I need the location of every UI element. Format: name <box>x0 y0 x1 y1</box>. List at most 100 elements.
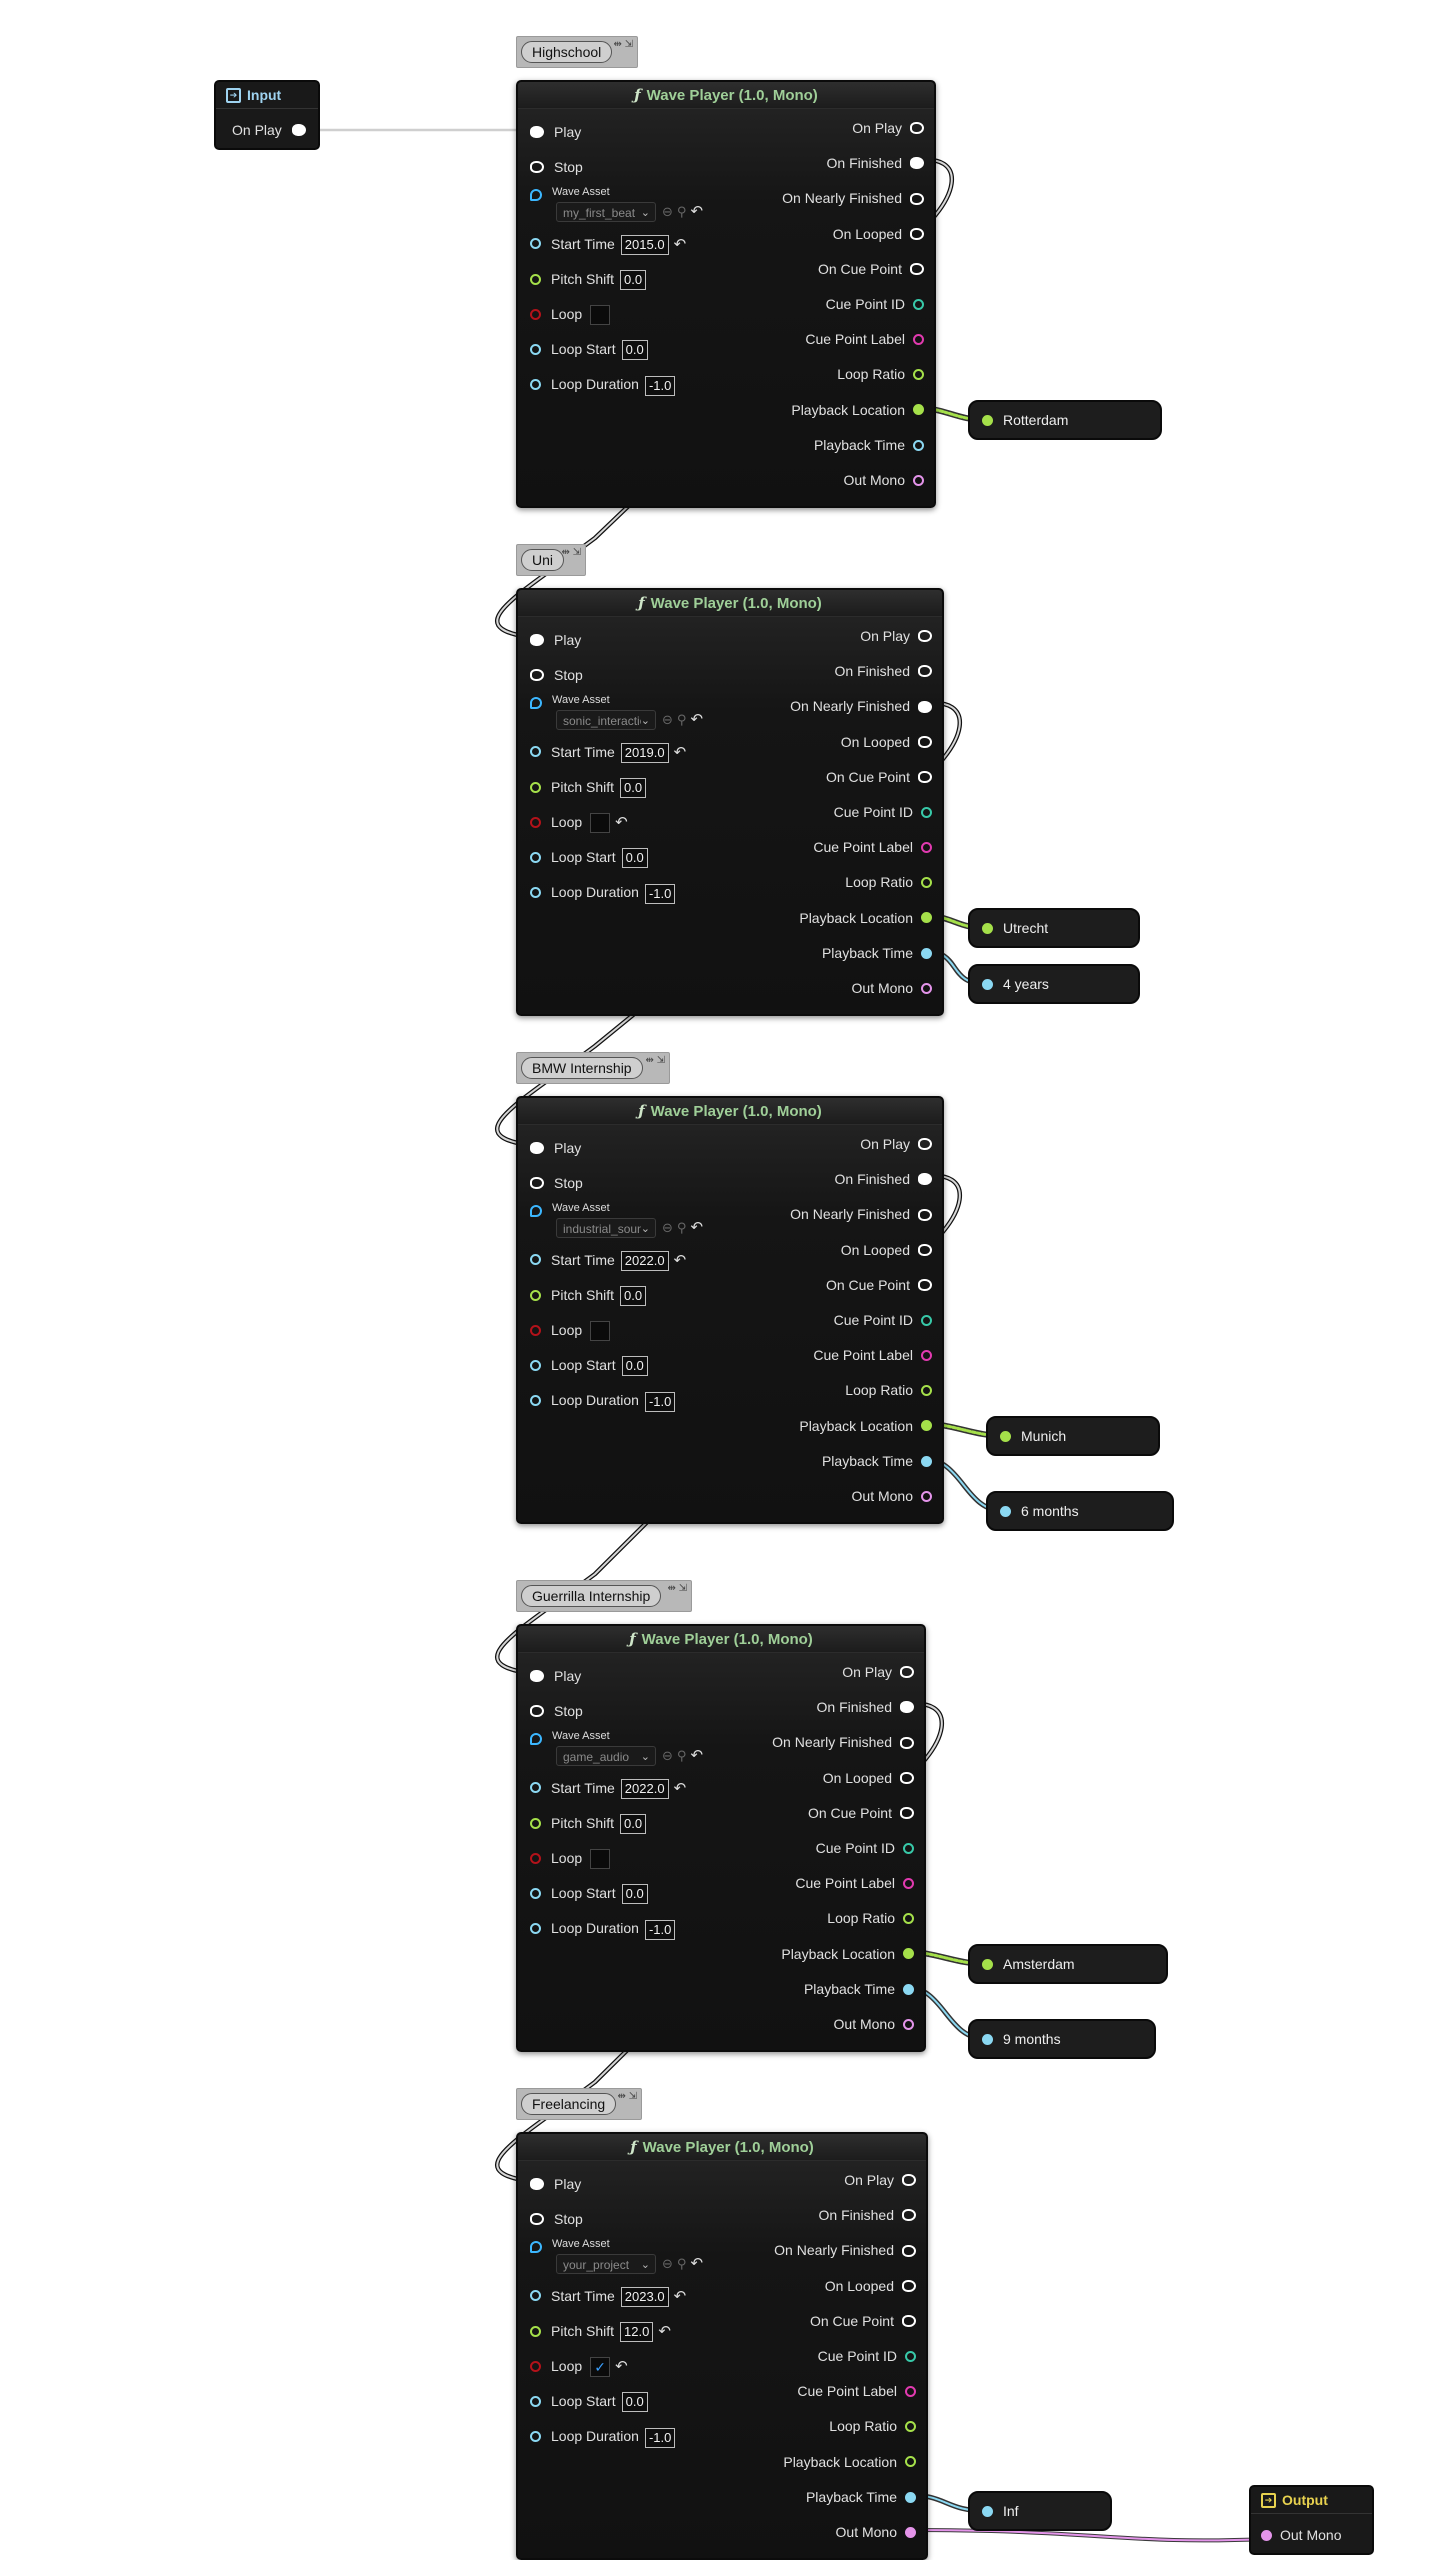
output-on-finished-pin-icon[interactable] <box>900 1701 914 1714</box>
input-loop-start-pin-icon[interactable] <box>530 1887 541 1899</box>
input-loop-duration-field[interactable]: -1.0 <box>644 1391 676 1412</box>
comment-tab[interactable]: BMW Internship⇹ ⇲ <box>516 1052 670 1084</box>
output-on-play-pin-icon[interactable] <box>918 1138 932 1151</box>
input-loop-pin-icon[interactable] <box>530 1324 541 1336</box>
input-loop-duration-field[interactable]: -1.0 <box>644 375 676 396</box>
input-pitch-shift-pin-icon[interactable] <box>530 273 541 285</box>
input-loop-duration-pin-icon[interactable] <box>530 2431 541 2443</box>
float-pin-icon[interactable] <box>982 922 993 934</box>
reset-icon[interactable]: ↶ <box>673 1779 687 1797</box>
input-start-time-field[interactable]: 2023.0 <box>620 2286 669 2307</box>
input-wave-asset-pin-icon[interactable] <box>530 696 542 709</box>
output-on-looped-pin-icon[interactable] <box>918 1243 932 1256</box>
reset-icon[interactable]: ↶ <box>658 2323 671 2341</box>
location-node[interactable]: Utrecht <box>968 908 1140 948</box>
input-play-pin-icon[interactable] <box>530 1142 544 1155</box>
output-loop-ratio-pin-icon[interactable] <box>913 369 924 381</box>
comment-tab[interactable]: Highschool⇹ ⇲ <box>516 36 638 68</box>
use-selected-icon[interactable]: ⊖ <box>662 2256 673 2272</box>
output-on-finished-pin-icon[interactable] <box>918 1173 932 1186</box>
wave-asset-dropdown[interactable]: industrial_sound⌄ <box>556 1218 656 1239</box>
input-pitch-shift-field[interactable]: 12.0 <box>620 2322 654 2343</box>
output-on-nearly-finished-pin-icon[interactable] <box>910 192 924 205</box>
float-pin-icon[interactable] <box>1000 1430 1011 1442</box>
use-selected-icon[interactable]: ⊖ <box>662 712 673 728</box>
input-loop-start-field[interactable]: 0.0 <box>621 2392 648 2413</box>
use-selected-icon[interactable]: ⊖ <box>662 1748 673 1764</box>
input-start-time-field[interactable]: 2015.0 <box>620 234 669 255</box>
reset-icon[interactable]: ↶ <box>690 711 704 729</box>
input-pitch-shift-pin-icon[interactable] <box>530 1289 541 1301</box>
output-on-cue-point-pin-icon[interactable] <box>910 263 924 276</box>
input-start-time-pin-icon[interactable] <box>530 2290 541 2302</box>
duration-node[interactable]: Inf <box>968 2491 1112 2531</box>
output-cue-point-id-pin-icon[interactable] <box>921 1314 932 1326</box>
input-play-pin-icon[interactable] <box>530 2178 544 2191</box>
input-start-time-pin-icon[interactable] <box>530 746 541 758</box>
input-pitch-shift-field[interactable]: 0.0 <box>620 778 647 799</box>
comment-options-icon[interactable]: ⇹ ⇲ <box>561 547 581 558</box>
output-cue-point-id-pin-icon[interactable] <box>913 298 924 310</box>
input-stop-pin-icon[interactable] <box>530 161 544 174</box>
duration-node[interactable]: 9 months <box>968 2019 1156 2059</box>
browse-icon[interactable]: ⚲ <box>676 1748 687 1764</box>
browse-icon[interactable]: ⚲ <box>676 204 687 220</box>
input-loop-start-field[interactable]: 0.0 <box>621 1884 648 1905</box>
output-on-cue-point-pin-icon[interactable] <box>902 2315 916 2328</box>
reset-icon[interactable]: ↶ <box>673 2287 687 2305</box>
output-on-finished-pin-icon[interactable] <box>902 2209 916 2222</box>
comment-options-icon[interactable]: ⇹ ⇲ <box>613 39 633 50</box>
output-loop-ratio-pin-icon[interactable] <box>921 877 932 889</box>
input-loop-duration-pin-icon[interactable] <box>530 1395 541 1407</box>
duration-node[interactable]: 4 years <box>968 964 1140 1004</box>
comment-tab[interactable]: Freelancing⇹ ⇲ <box>516 2088 642 2120</box>
output-on-nearly-finished-pin-icon[interactable] <box>902 2244 916 2257</box>
output-out-mono-pin-icon[interactable] <box>905 2526 916 2538</box>
output-out-mono-pin-icon[interactable] <box>921 1490 932 1502</box>
input-play-pin-icon[interactable] <box>530 1670 544 1683</box>
float-pin-icon[interactable] <box>982 414 993 426</box>
time-pin-icon[interactable] <box>982 2505 993 2517</box>
output-on-looped-pin-icon[interactable] <box>902 2279 916 2292</box>
input-loop-duration-pin-icon[interactable] <box>530 379 541 391</box>
output-playback-location-pin-icon[interactable] <box>921 1420 932 1432</box>
input-pitch-shift-field[interactable]: 0.0 <box>620 1814 647 1835</box>
loop-checkbox[interactable] <box>590 305 611 326</box>
output-cue-point-label-pin-icon[interactable] <box>921 1349 932 1361</box>
input-loop-start-pin-icon[interactable] <box>530 2395 541 2407</box>
reset-icon[interactable]: ↶ <box>673 1251 687 1269</box>
output-cue-point-label-pin-icon[interactable] <box>921 841 932 853</box>
input-loop-duration-pin-icon[interactable] <box>530 1923 541 1935</box>
output-playback-location-pin-icon[interactable] <box>921 912 932 924</box>
input-loop-start-pin-icon[interactable] <box>530 851 541 863</box>
output-playback-location-pin-icon[interactable] <box>903 1948 914 1960</box>
input-stop-pin-icon[interactable] <box>530 1705 544 1718</box>
input-wave-asset-pin-icon[interactable] <box>530 2240 542 2253</box>
input-start-time-field[interactable]: 2019.0 <box>620 742 669 763</box>
time-pin-icon[interactable] <box>1000 1505 1011 1517</box>
output-cue-point-label-pin-icon[interactable] <box>903 1877 914 1889</box>
output-on-nearly-finished-pin-icon[interactable] <box>918 700 932 713</box>
output-on-cue-point-pin-icon[interactable] <box>918 1279 932 1292</box>
browse-icon[interactable]: ⚲ <box>676 712 687 728</box>
float-pin-icon[interactable] <box>982 1958 993 1970</box>
reset-icon[interactable]: ↶ <box>673 743 687 761</box>
output-playback-location-pin-icon[interactable] <box>905 2456 916 2468</box>
input-stop-pin-icon[interactable] <box>530 2213 544 2226</box>
reset-icon[interactable]: ↶ <box>690 1219 704 1237</box>
input-stop-pin-icon[interactable] <box>530 1177 544 1190</box>
comment-options-icon[interactable]: ⇹ ⇲ <box>645 1055 665 1066</box>
output-cue-point-id-pin-icon[interactable] <box>905 2350 916 2362</box>
loop-checkbox[interactable] <box>590 1849 611 1870</box>
comment-options-icon[interactable]: ⇹ ⇲ <box>667 1583 687 1594</box>
comment-tab[interactable]: Guerrilla Internship⇹ ⇲ <box>516 1580 692 1612</box>
input-pitch-shift-field[interactable]: 0.0 <box>620 1286 647 1307</box>
comment-label[interactable]: Highschool <box>521 41 613 63</box>
output-on-cue-point-pin-icon[interactable] <box>918 771 932 784</box>
